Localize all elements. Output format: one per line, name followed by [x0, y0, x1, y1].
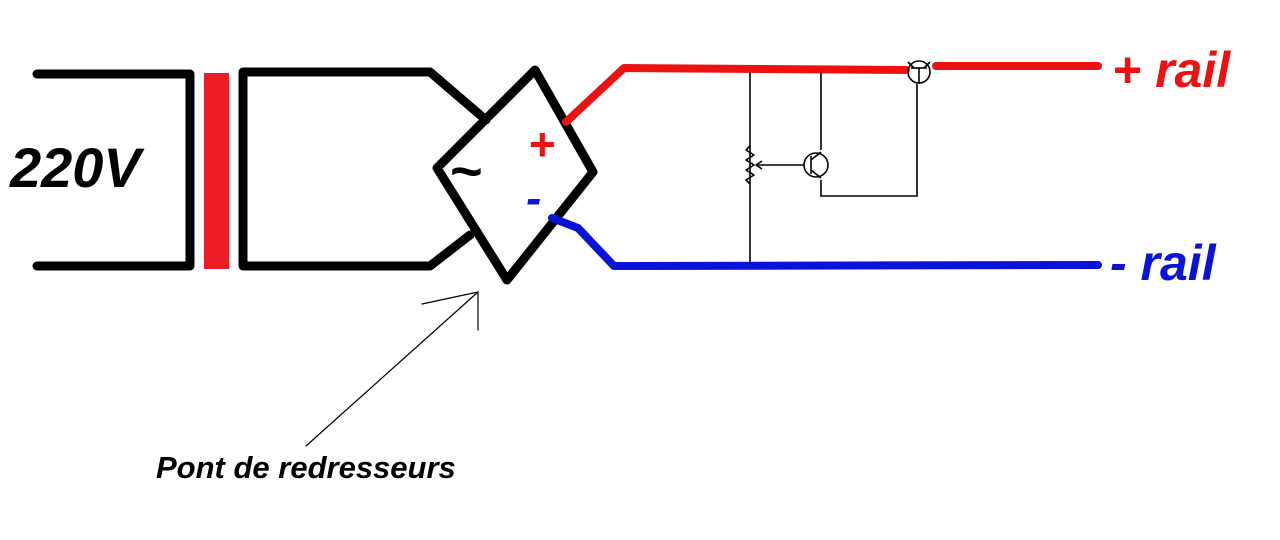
- negative-rail-wire: [548, 214, 1102, 270]
- secondary-winding: [238, 67, 491, 271]
- ac-symbol: ~: [449, 139, 482, 202]
- caption-arrow: [305, 291, 479, 447]
- plus-terminal-label: +: [528, 118, 555, 170]
- driver-transistor: [803, 151, 829, 179]
- potentiometer: [745, 145, 804, 185]
- voltage-label: 220V: [9, 136, 145, 199]
- transformer-core: [204, 73, 229, 269]
- pass-transistor: [907, 60, 931, 84]
- positive-rail-wire: [562, 62, 1102, 126]
- minus-rail-label: - rail: [1110, 235, 1217, 291]
- regulator-circuit: [749, 72, 918, 264]
- rectifier-bridge: [432, 65, 598, 285]
- primary-winding: [32, 69, 195, 271]
- minus-terminal-label: -: [526, 172, 541, 224]
- plus-rail-label: + rail: [1112, 42, 1231, 98]
- bridge-caption: Pont de redresseurs: [156, 450, 456, 485]
